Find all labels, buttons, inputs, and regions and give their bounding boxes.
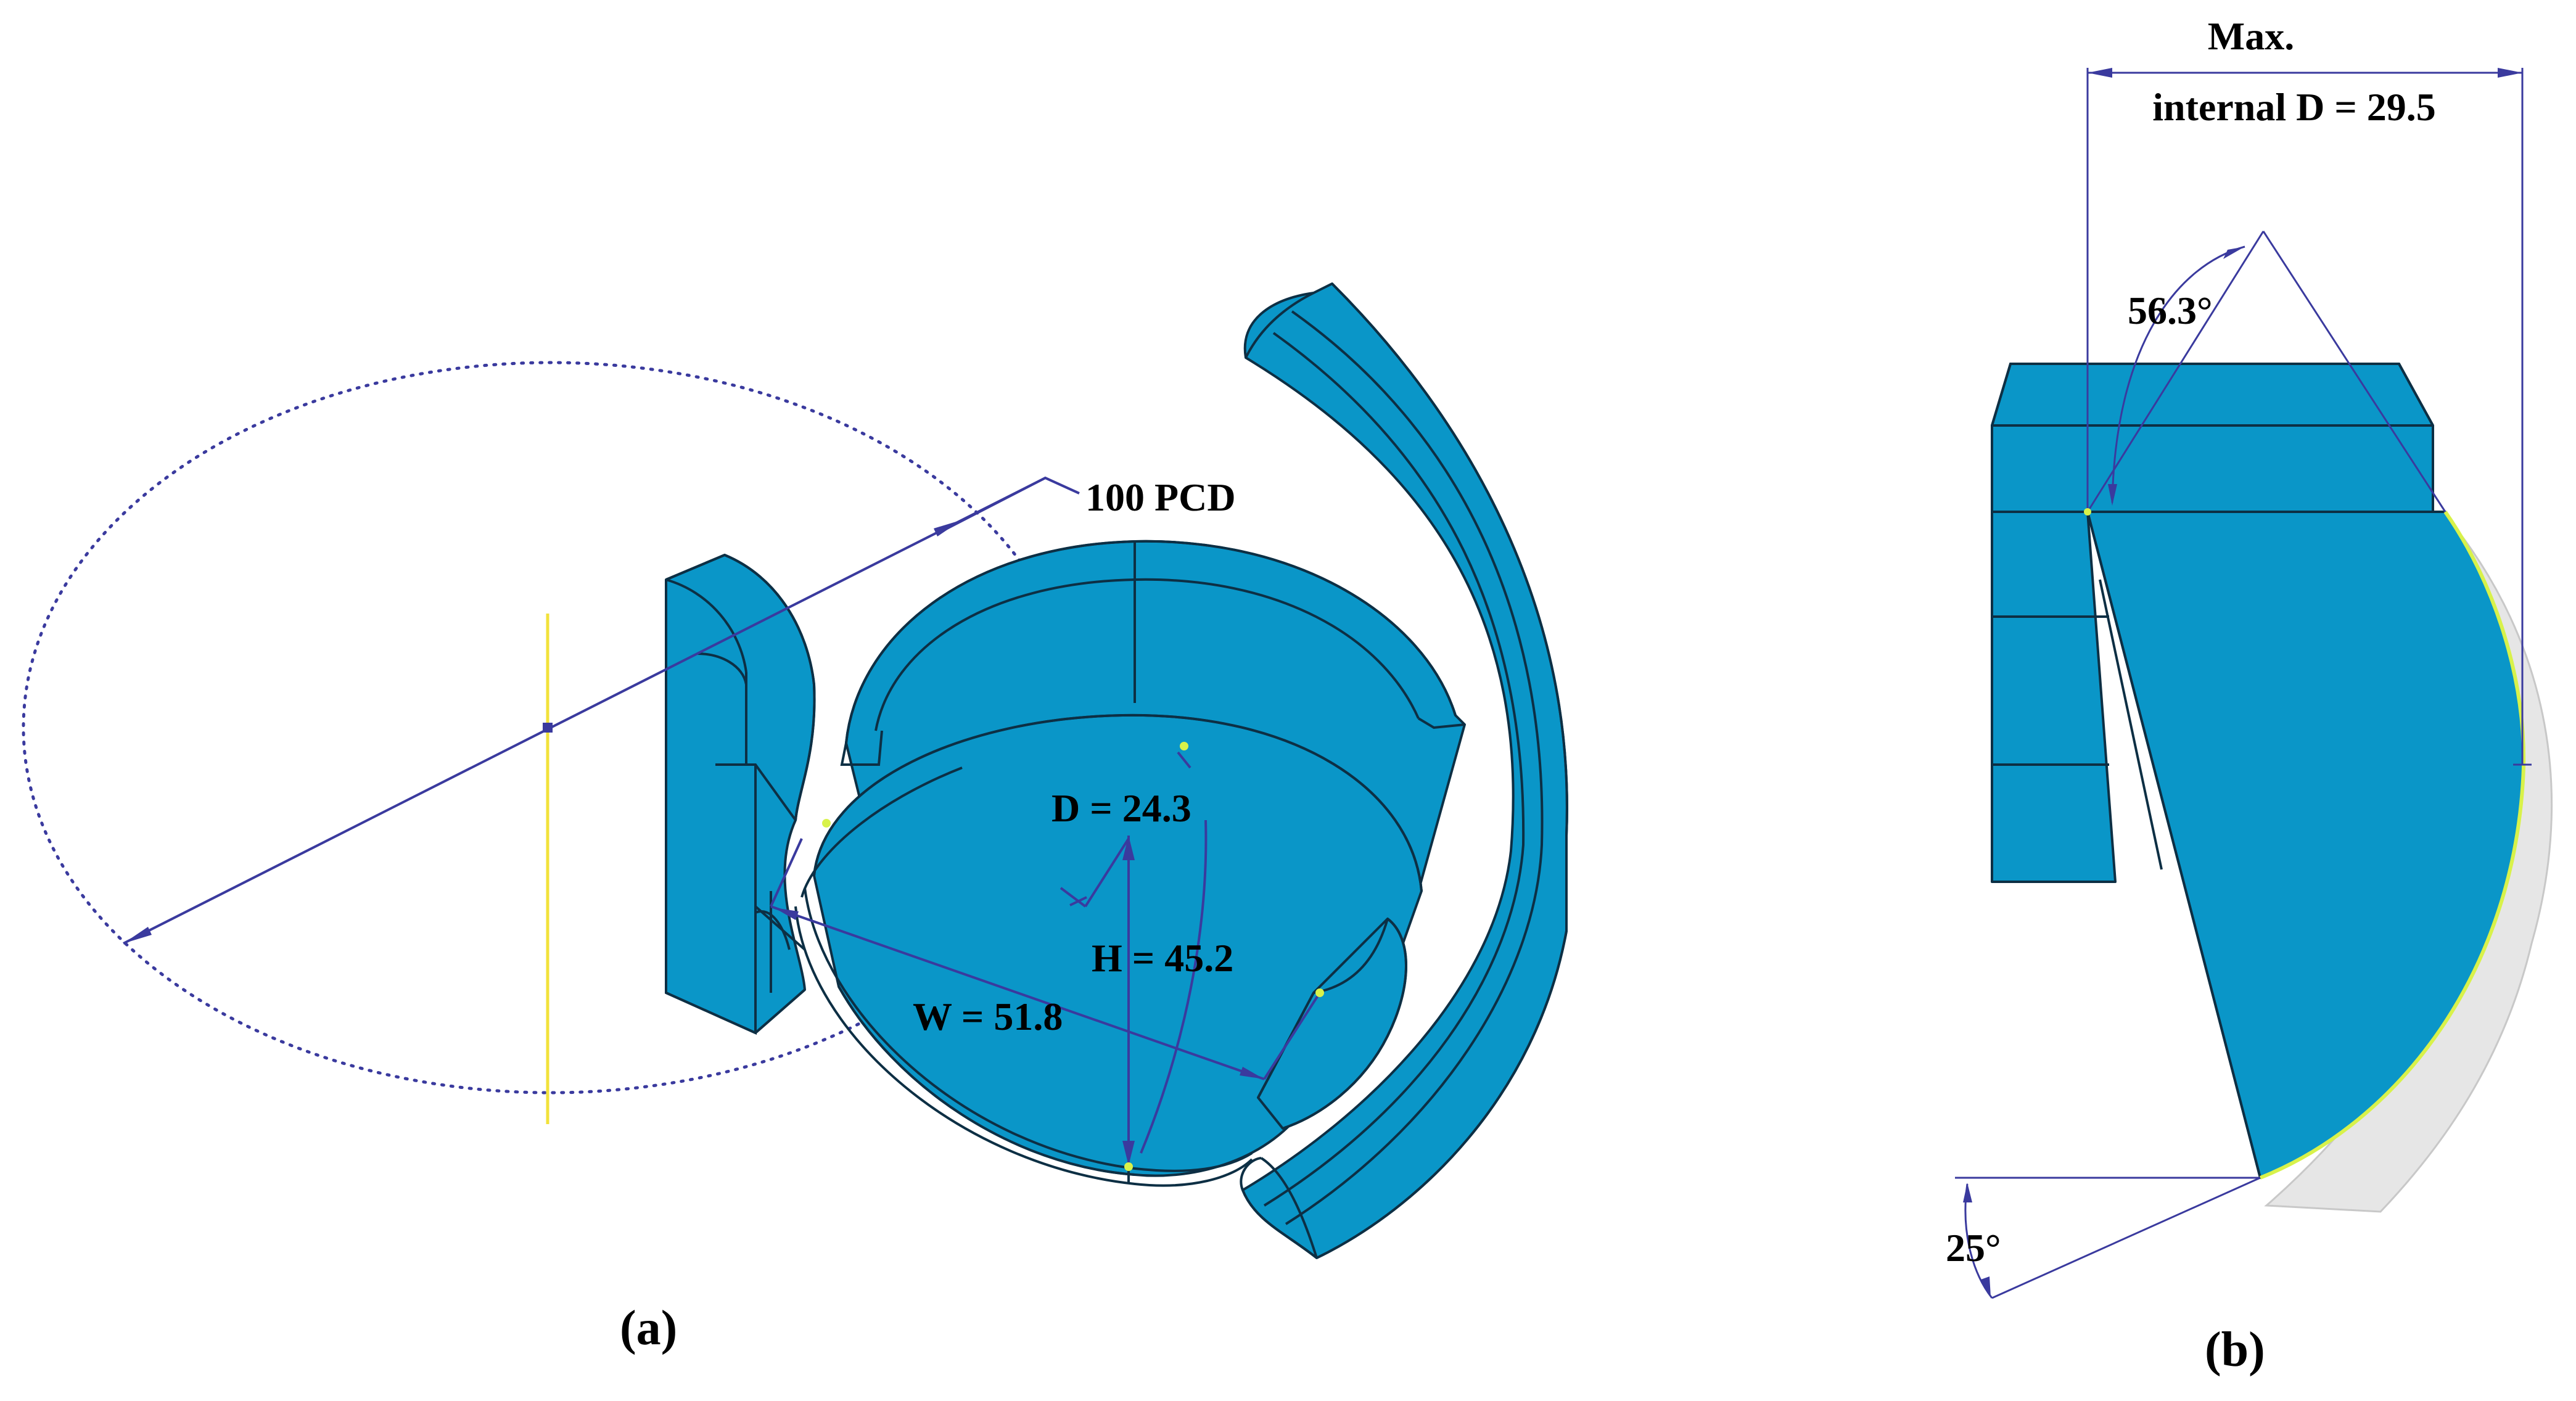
pcd-label: 100 PCD: [1085, 475, 1236, 519]
vertex-markers: [822, 742, 1324, 1171]
panel-a: 100 PCD D = 24.3 H = 45.2 W = 51.8 (a): [22, 282, 1568, 1355]
dimension-lines: [123, 476, 1321, 1165]
pcd-center-marker: [543, 723, 553, 733]
pcd-diameter-line: [123, 477, 1046, 945]
angle-top-label: 56.3°: [2128, 289, 2213, 332]
angle-bottom-label: 25°: [1946, 1226, 2001, 1270]
panel-b: Max. internal D = 29.5 56.3° 25° (b): [1946, 14, 2553, 1377]
angle-top-arc: [2111, 245, 2245, 503]
lower-blocks: [1991, 425, 2117, 883]
width-label: W = 51.8: [913, 995, 1063, 1038]
bowl: [794, 540, 1466, 1187]
panel-a-caption: (a): [620, 1301, 677, 1355]
arc-guide: [1240, 282, 1568, 1259]
pcd-arrow-left: [123, 927, 152, 943]
depth-label: D = 24.3: [1051, 786, 1191, 830]
upper-block: [1991, 363, 2434, 513]
panel-b-caption: (b): [2205, 1323, 2265, 1377]
width-dimension-line: [770, 905, 1265, 1080]
max-internal-d-label-line1: Max.: [2208, 14, 2294, 58]
panel-b-dimensions: [1955, 68, 2532, 1299]
pcd-arrow-right: [934, 520, 962, 536]
left-block: [665, 553, 816, 1035]
max-internal-d-label-line2: internal D = 29.5: [2152, 85, 2436, 129]
height-label: H = 45.2: [1092, 936, 1233, 980]
depth-dimension-line: [1084, 837, 1130, 908]
cutter-wedge: [2086, 511, 2526, 1180]
pcd-leader: [943, 476, 1080, 532]
